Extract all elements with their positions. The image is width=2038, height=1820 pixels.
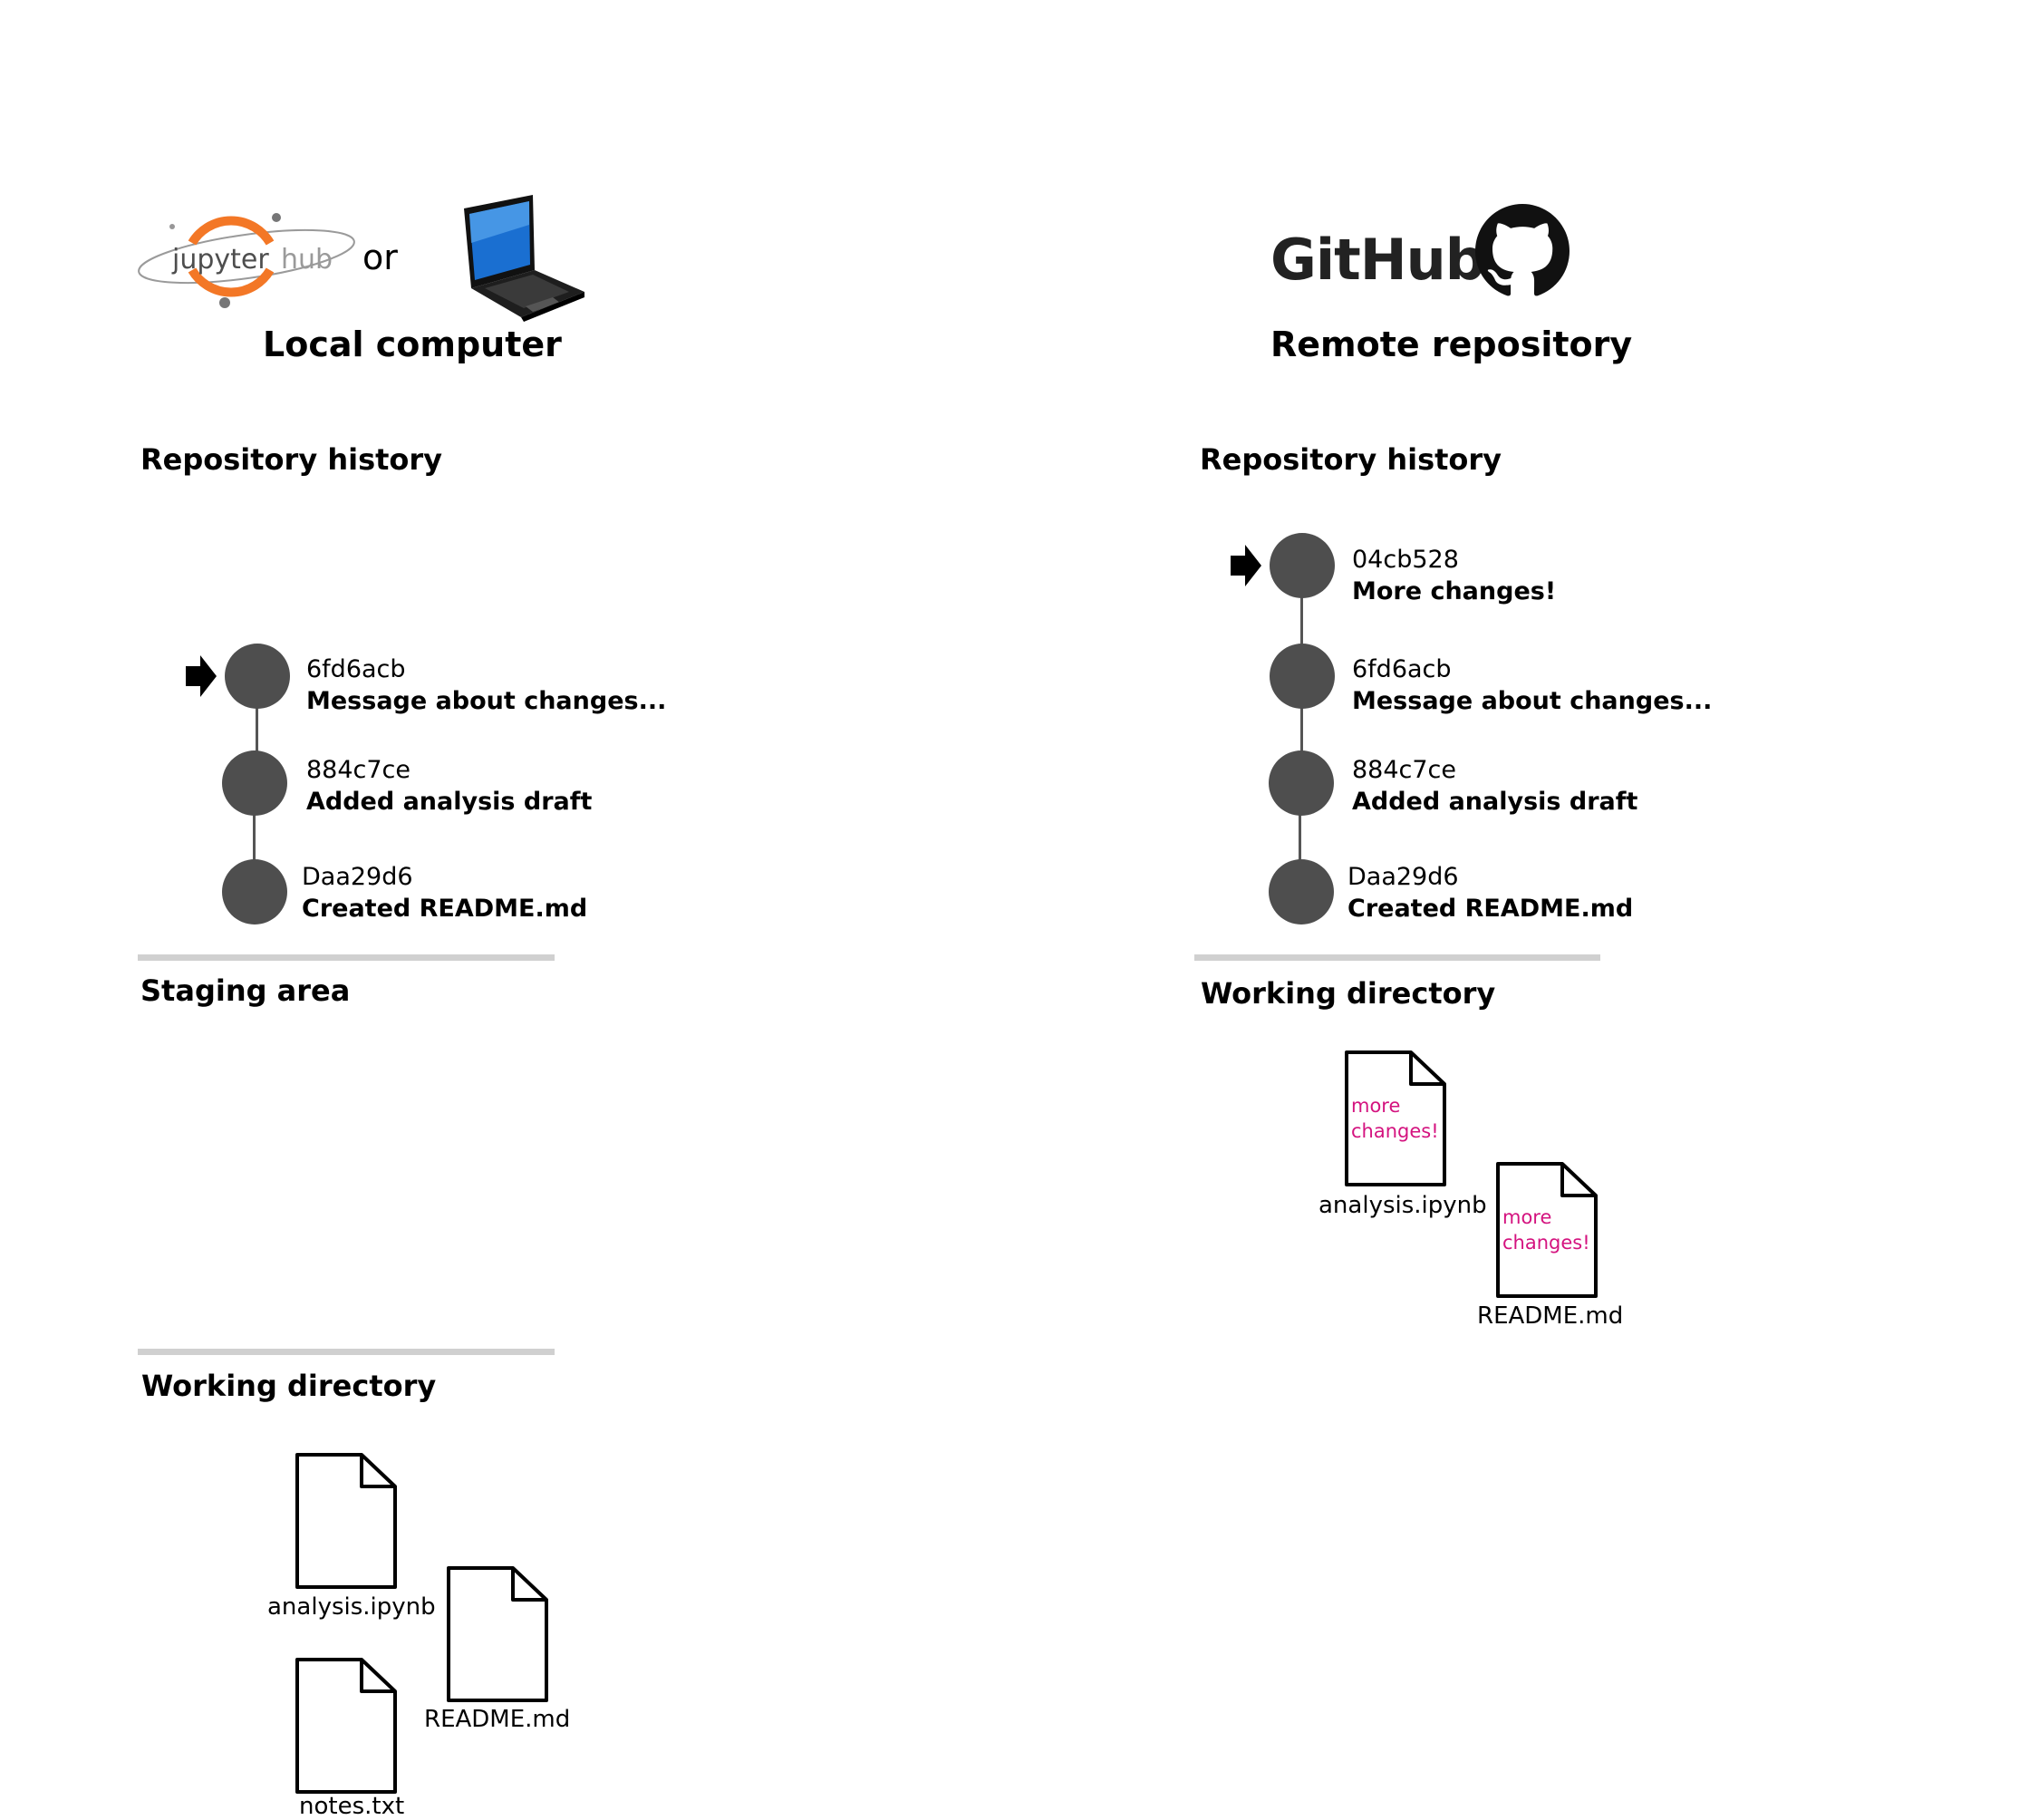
github-logo-text: GitHub bbox=[1270, 227, 1485, 293]
commit-label: Daa29d6 Created README.md bbox=[1347, 861, 1633, 925]
local-history-heading: Repository history bbox=[140, 442, 443, 477]
file-icon[interactable]: more changes! bbox=[1344, 1050, 1447, 1187]
commit-link bbox=[1299, 814, 1301, 868]
staging-heading: Staging area bbox=[140, 973, 351, 1008]
commit-link bbox=[1300, 595, 1303, 649]
file-icon[interactable] bbox=[295, 1657, 398, 1795]
commit-label: 6fd6acb Message about changes... bbox=[306, 653, 666, 717]
file-name: README.md bbox=[424, 1706, 571, 1733]
hub-logo-text: hub bbox=[281, 244, 333, 276]
section-divider bbox=[138, 954, 555, 961]
jupyter-logo-text: jupyter bbox=[171, 244, 269, 276]
commit-node bbox=[222, 750, 287, 816]
file-note: more changes! bbox=[1502, 1206, 1590, 1254]
file-name: analysis.ipynb bbox=[267, 1593, 436, 1621]
commit-hash: 6fd6acb bbox=[1352, 655, 1452, 683]
commit-message: Added analysis draft bbox=[1352, 788, 1638, 816]
file-icon[interactable]: more changes! bbox=[1495, 1161, 1599, 1299]
commit-message: More changes! bbox=[1352, 577, 1557, 605]
section-divider bbox=[138, 1349, 555, 1355]
head-arrow-icon bbox=[1231, 545, 1261, 590]
commit-label: Daa29d6 Created README.md bbox=[302, 861, 587, 925]
commit-message: Created README.md bbox=[302, 895, 588, 923]
commit-node bbox=[1269, 859, 1334, 925]
commit-link bbox=[1300, 705, 1303, 761]
jupyterhub-logo: jupyter hub bbox=[136, 207, 358, 311]
commit-message: Added analysis draft bbox=[306, 788, 593, 816]
file-name: README.md bbox=[1477, 1302, 1624, 1330]
local-title: Local computer bbox=[263, 324, 562, 364]
commit-label: 884c7ce Added analysis draft bbox=[306, 754, 592, 818]
file-note: more changes! bbox=[1351, 1095, 1439, 1142]
remote-working-heading: Working directory bbox=[1201, 976, 1496, 1011]
file-icon[interactable] bbox=[295, 1452, 398, 1590]
or-label: or bbox=[362, 237, 398, 277]
commit-link bbox=[256, 707, 258, 763]
commit-hash: 6fd6acb bbox=[306, 655, 406, 683]
file-name: notes.txt bbox=[299, 1793, 405, 1820]
remote-title: Remote repository bbox=[1270, 324, 1633, 364]
commit-node bbox=[1270, 533, 1335, 598]
commit-hash: 04cb528 bbox=[1352, 546, 1459, 574]
commit-message: Message about changes... bbox=[306, 687, 667, 715]
head-arrow-icon bbox=[186, 655, 217, 701]
commit-node bbox=[1269, 750, 1334, 816]
commit-hash: 884c7ce bbox=[306, 756, 411, 784]
commit-label: 04cb528 More changes! bbox=[1352, 544, 1556, 607]
commit-node bbox=[222, 859, 287, 925]
commit-message: Created README.md bbox=[1347, 895, 1634, 923]
commit-label: 884c7ce Added analysis draft bbox=[1352, 754, 1637, 818]
commit-hash: Daa29d6 bbox=[302, 863, 413, 891]
commit-hash: Daa29d6 bbox=[1347, 863, 1459, 891]
commit-link bbox=[253, 814, 256, 868]
commit-node bbox=[1270, 644, 1335, 709]
file-name: analysis.ipynb bbox=[1318, 1192, 1487, 1219]
commit-label: 6fd6acb Message about changes... bbox=[1352, 653, 1712, 717]
local-working-heading: Working directory bbox=[141, 1369, 437, 1403]
section-divider bbox=[1194, 954, 1600, 961]
commit-node bbox=[225, 644, 290, 709]
file-icon[interactable] bbox=[446, 1565, 549, 1703]
remote-history-heading: Repository history bbox=[1200, 442, 1502, 477]
commit-hash: 884c7ce bbox=[1352, 756, 1457, 784]
commit-message: Message about changes... bbox=[1352, 687, 1713, 715]
github-octocat-icon bbox=[1475, 204, 1570, 298]
laptop-icon bbox=[453, 190, 584, 322]
